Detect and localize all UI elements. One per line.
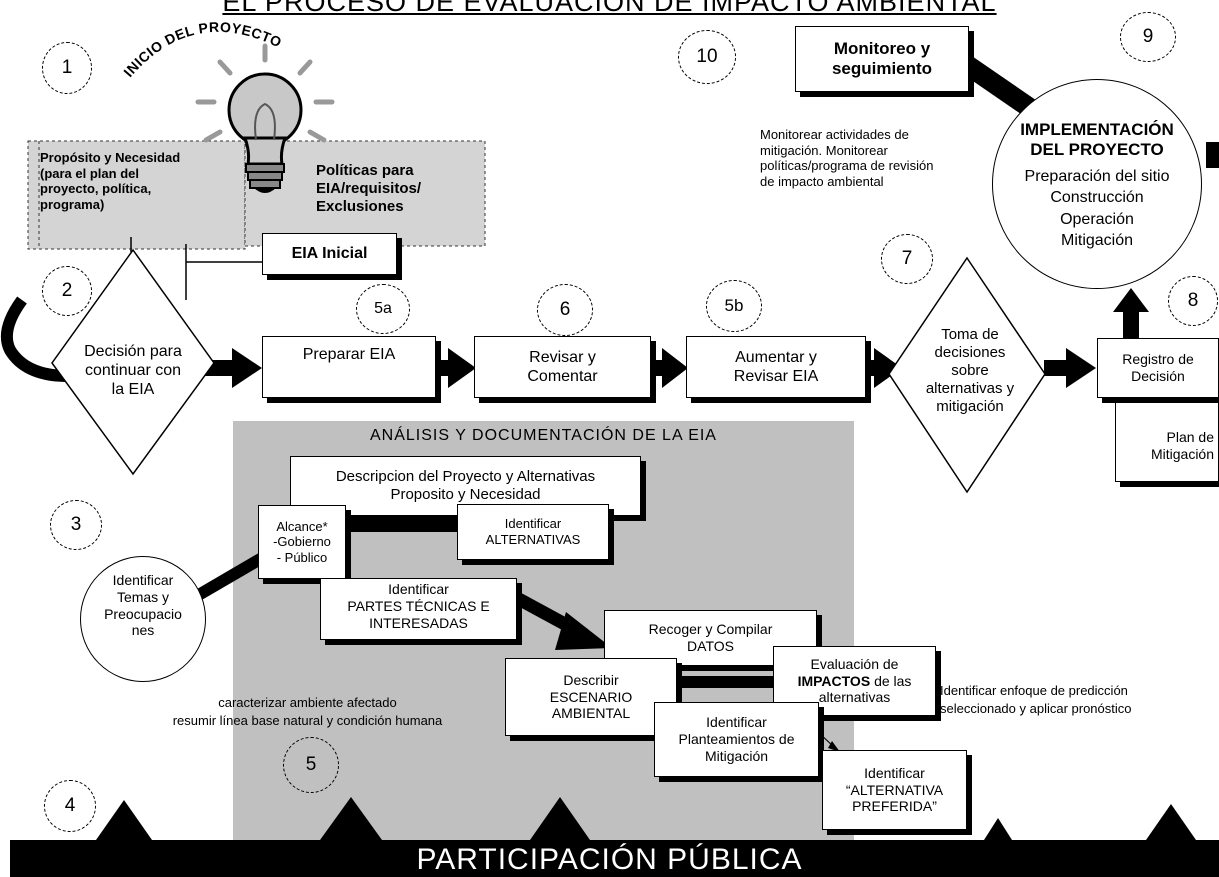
impacts-post: de las alternativas: [818, 672, 912, 706]
monitoring-box: Monitoreo y seguimiento: [795, 26, 969, 92]
step-5-badge: 5: [283, 737, 339, 793]
prepare-eia-box: Preparar EIA: [262, 336, 436, 398]
implementation-items: Preparación del sitio Construcción Opera…: [1024, 168, 1170, 249]
step-9-badge: 9: [1120, 12, 1176, 62]
monitoring-note: Monitorear actividades de mitigación. Mo…: [760, 127, 934, 189]
environment-note: caracterizar ambiente afectado resumir l…: [172, 695, 443, 728]
step-8-badge: 8: [1168, 276, 1218, 326]
purpose-need-text: Propósito y Necesidad (para el plan del …: [40, 150, 181, 212]
decision-continue-text: Decisión para continuar con la EIA: [84, 343, 182, 399]
public-participation-banner: [10, 840, 1219, 877]
mitigation-approaches-box: Identificar Planteamientos de Mitigación: [654, 702, 819, 777]
decision-record-box: Registro de Decisión: [1097, 338, 1219, 398]
step-7-badge: 7: [881, 234, 933, 284]
implementation-circle: [992, 79, 1202, 289]
review-comment-box: Revisar y Comentar: [474, 336, 651, 398]
technical-parties-box: Identificar PARTES TÉCNICAS E INTERESADA…: [320, 578, 517, 640]
mitigation-plan-box: Plan de Mitigación: [1115, 396, 1219, 482]
alternatives-decision-diamond: [888, 256, 1046, 494]
project-start-label: INICIO DEL PROYECTO: [120, 19, 284, 80]
step-2-badge: 2: [42, 266, 92, 316]
impacts-pre: Evaluación de: [810, 655, 899, 672]
alternatives-decision-text: Toma de decisiones sobre alternativas y …: [925, 326, 1015, 415]
implementation-title: IMPLEMENTACIÓN DEL PROYECTO: [1020, 120, 1174, 160]
initial-eia-box: EIA Inicial: [262, 233, 397, 275]
step-5b-badge: 5b: [706, 280, 762, 332]
step-3-badge: 3: [50, 500, 102, 550]
step-5a-badge: 5a: [356, 284, 410, 334]
identify-alternatives-box: Identificar ALTERNATIVAS: [457, 504, 609, 560]
page-title: EL PROCESO DE EVALUACIÓN DE IMPACTO AMBI…: [222, 0, 997, 17]
prediction-note: Identificar enfoque de predicción selecc…: [940, 683, 1132, 717]
analysis-title: ANÁLISIS Y DOCUMENTACIÓN DE LA EIA: [370, 427, 717, 444]
impacts-bold: IMPACTOS: [797, 672, 871, 689]
preferred-alternative-box: Identificar “ALTERNATIVA PREFERIDA”: [822, 750, 967, 830]
policies-text: Políticas para EIA/requisitos/ Exclusion…: [316, 162, 422, 215]
augment-review-box: Aumentar y Revisar EIA: [686, 336, 866, 398]
light-bulb-icon: [195, 43, 335, 193]
issues-text: Identificar Temas y Preocupacio nes: [104, 572, 182, 639]
scope-box: Alcance* -Gobierno - Público: [258, 505, 346, 579]
step-1-badge: 1: [42, 42, 92, 94]
data-collection-box: Recoger y Compilar DATOS: [604, 610, 817, 666]
step-6-badge: 6: [537, 284, 593, 336]
step-10-badge: 10: [678, 30, 736, 84]
step-4-badge: 4: [44, 780, 96, 832]
issues-circle: [80, 556, 206, 682]
public-participation-text: PARTICIPACIÓN PÚBLICA: [416, 843, 803, 876]
environmental-scenario-box: Describir ESCENARIO AMBIENTAL: [505, 658, 677, 736]
decision-diamond: [51, 248, 215, 476]
purpose-panel: [27, 140, 246, 250]
